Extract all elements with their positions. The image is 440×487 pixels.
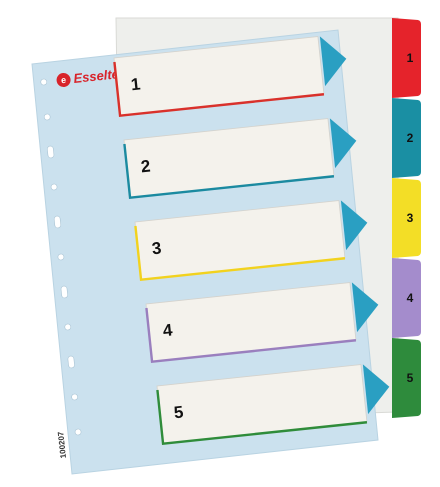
index-cover-sheet: e Esselte 100207 1 2 3 4 5 [31,29,393,475]
product-code: 100207 [56,431,68,459]
punch-hole [50,183,58,191]
brand-logo: e Esselte [56,66,120,88]
entry-color-edge [123,143,335,200]
punch-hole [60,285,68,299]
entry-arrow-icon [329,118,357,169]
index-entry-4[interactable]: 4 [145,280,382,364]
entry-color-edge [145,307,357,364]
divider-tab-1[interactable]: 1 [392,18,421,98]
punch-hole [53,215,62,229]
index-entry-2[interactable]: 2 [123,116,360,200]
divider-tab-label: 4 [407,291,414,305]
index-entry-5[interactable]: 5 [156,362,393,446]
punch-hole [64,323,72,331]
entry-number: 5 [173,402,184,422]
brand-logo-mark: e [61,75,67,85]
divider-tab-label: 1 [407,51,414,65]
entry-arrow-icon [351,282,379,333]
punch-hole [57,253,65,261]
entry-number: 1 [130,74,141,94]
punch-hole [40,78,48,86]
entry-arrow-icon [362,364,390,415]
divider-tab-label: 2 [407,131,414,145]
index-entry-3[interactable]: 3 [134,198,371,282]
punch-hole [67,355,75,369]
divider-tab-label: 3 [407,211,414,225]
entry-number: 4 [162,320,174,340]
punch-hole [71,393,78,401]
entry-color-edge [156,389,368,446]
divider-tab-shape [392,18,421,98]
punch-hole [43,113,51,121]
divider-tab-label: 5 [407,371,414,385]
entry-color-edge [113,61,325,118]
punch-hole [74,428,82,436]
punch-hole [47,145,55,159]
brand-logo-icon [56,73,71,88]
index-entries: 1 2 3 4 5 [113,34,393,446]
brand-name: Esselte [73,66,120,86]
divider-tab-shape [392,258,421,338]
entry-arrow-icon [319,36,347,87]
punch-holes [40,78,82,436]
entry-number: 3 [151,238,162,258]
divider-tab-shape [392,98,421,178]
divider-tab-3[interactable]: 3 [392,178,421,258]
divider-tabs: 1 2 3 4 5 [392,18,421,418]
divider-tab-4[interactable]: 4 [392,258,421,338]
divider-tab-5[interactable]: 5 [392,338,421,418]
entry-color-edge [134,225,346,282]
index-entry-1[interactable]: 1 [113,34,350,118]
divider-tab-shape [392,338,421,418]
entry-arrow-icon [340,200,368,251]
divider-tab-shape [392,178,421,258]
entry-number: 2 [140,156,151,176]
divider-tab-2[interactable]: 2 [392,98,421,178]
